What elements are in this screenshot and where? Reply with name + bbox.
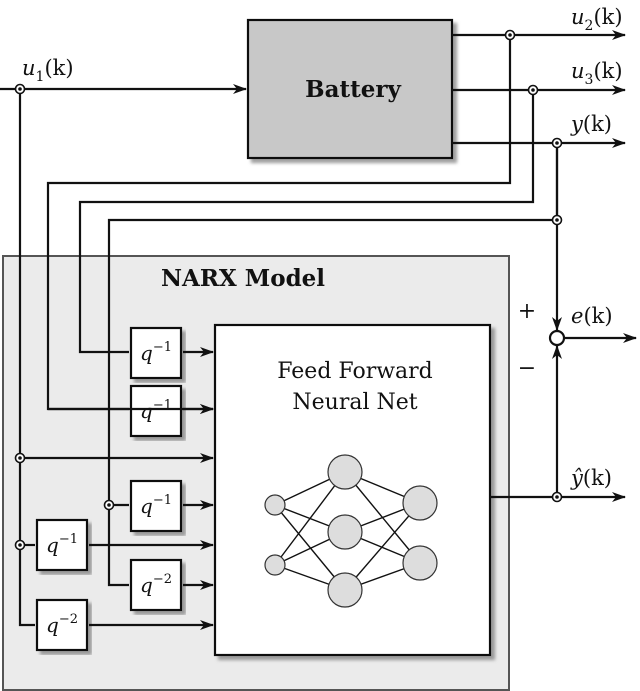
signal-y-label: y(k) xyxy=(570,112,612,136)
ffnn-label-line2: Neural Net xyxy=(292,390,417,415)
signal-yhat-label: ŷ(k) xyxy=(570,466,612,490)
output-neuron xyxy=(402,485,438,521)
delay-label: q−2 xyxy=(46,612,78,637)
delay-block xyxy=(129,384,183,438)
narx-model-title: NARX Model xyxy=(161,265,325,292)
delay-block xyxy=(35,518,89,572)
neural-network-icon xyxy=(264,454,438,608)
output-neuron xyxy=(402,545,438,581)
delay-block xyxy=(35,598,89,652)
delay-label: q−2 xyxy=(140,572,172,597)
hidden-neuron xyxy=(327,514,363,550)
delay-block xyxy=(129,326,183,380)
summing-junction xyxy=(548,329,566,347)
signal-u1-label: u1(k) xyxy=(22,56,74,85)
delay-blocks: q−1 q−1 q−1 q−2 q−1 q−2 xyxy=(35,326,183,652)
ffnn-block xyxy=(213,323,492,657)
delay-block xyxy=(129,558,183,612)
signal-u2-label: u2(k) xyxy=(571,5,623,34)
input-neuron xyxy=(264,494,286,516)
signal-wires xyxy=(0,30,637,630)
delay-label: q−1 xyxy=(46,532,78,557)
battery-block xyxy=(246,18,454,160)
hidden-neuron xyxy=(327,454,363,490)
input-neuron xyxy=(264,554,286,576)
signal-u3-label: u3(k) xyxy=(571,59,623,88)
plus-sign: + xyxy=(518,299,536,324)
signal-e-label: e(k) xyxy=(571,304,613,328)
delay-block xyxy=(129,479,183,533)
battery-label: Battery xyxy=(305,76,401,103)
minus-sign: − xyxy=(518,356,536,381)
ffnn-label-line1: Feed Forward xyxy=(277,359,433,384)
delay-label: q−1 xyxy=(140,340,172,365)
hidden-neuron xyxy=(327,572,363,608)
delay-label: q−1 xyxy=(140,493,172,518)
